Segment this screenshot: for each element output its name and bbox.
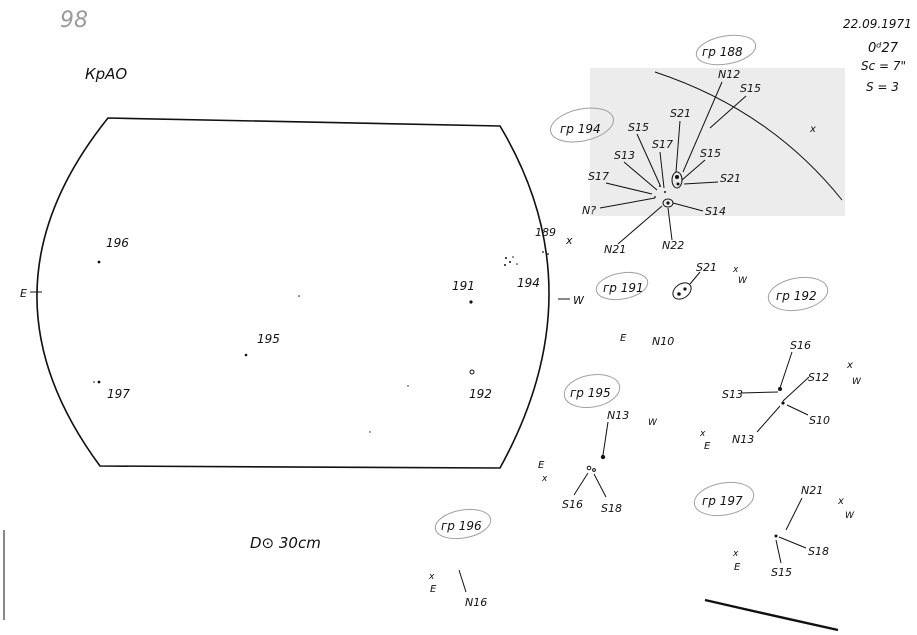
- detail-196-east: E: [430, 584, 437, 595]
- detail-194-label-s15b: S15: [700, 147, 721, 160]
- detail-197-label-n21: N21: [801, 484, 823, 497]
- detail-192-label-s13: S13: [722, 388, 743, 401]
- detail-192-title: гр 192: [776, 289, 817, 303]
- disk-group-197: 197: [93, 380, 130, 401]
- disk-speck: [298, 295, 300, 297]
- solar-diameter-note: D⊙ 30cm: [250, 534, 321, 552]
- disk-group-195-label: 195: [257, 332, 280, 346]
- detail-194-label-s17b: S17: [588, 170, 609, 183]
- detail-188-label-n12: N12: [718, 68, 740, 81]
- detail-191-label-n10: N10: [652, 335, 674, 348]
- detail-194-label-s15a: S15: [628, 121, 649, 134]
- solar-disk-outline: [36, 117, 550, 469]
- detail-188-label-s15: S15: [740, 82, 761, 95]
- leader-line: [709, 95, 747, 129]
- detail-194-label-n21: N21: [604, 243, 626, 256]
- detail-195-west: W: [648, 418, 658, 428]
- detail-195-label-n13: N13: [607, 409, 629, 422]
- disk-group-194-label: 194: [517, 276, 540, 290]
- seeing-sc: Sc = 7": [861, 59, 906, 73]
- disk-west-label: W: [573, 294, 585, 307]
- disk-east-label: E: [20, 287, 27, 300]
- disk-group-189: 189: [535, 226, 556, 255]
- detail-197-west: W: [845, 511, 855, 521]
- detail-191-oval: [595, 271, 649, 301]
- detail-192-north: x: [846, 360, 853, 371]
- detail-194-oval: [550, 107, 614, 143]
- detail-197-north: x: [837, 496, 844, 507]
- detail-197-east: E: [734, 562, 741, 573]
- disk-group-197-label: 197: [107, 387, 130, 401]
- detail-191-label-s21: S21: [696, 261, 717, 274]
- detail-191-east: E: [620, 333, 627, 344]
- detail-194-label-s14: S14: [705, 205, 726, 218]
- detail-197-oval: [693, 481, 755, 517]
- detail-195-label-s18: S18: [601, 502, 622, 515]
- disk-group-196: 196: [97, 236, 129, 264]
- detail-197-title: гр 197: [702, 494, 743, 508]
- detail-192-west: W: [852, 377, 862, 387]
- detail-191-title: гр 191: [603, 281, 644, 295]
- detail-192-spots: [740, 351, 810, 433]
- observation-time: 0ᵈ27: [868, 41, 899, 56]
- detail-196-marker-x: x: [428, 572, 435, 582]
- detail-194-cluster: [654, 171, 683, 208]
- detail-195-east: E: [538, 460, 545, 471]
- detail-192-label-n13: N13: [732, 433, 754, 446]
- detail-192-label-s12: S12: [808, 371, 829, 384]
- detail-191-north: x: [732, 265, 739, 275]
- detail-192-east: E: [704, 441, 711, 452]
- detail-195-label-s16: S16: [562, 498, 583, 511]
- detail-194-label-n22: N22: [662, 239, 684, 252]
- detail-195-spots: [573, 421, 609, 498]
- disk-group-191: 191: [452, 279, 475, 304]
- detail-191-spot: [672, 271, 701, 300]
- detail-191-west: W: [738, 276, 748, 286]
- disk-north-marker: x: [565, 234, 573, 247]
- detail-196-label-n16: N16: [465, 596, 487, 609]
- disk-speck: [407, 385, 409, 387]
- detail-196-oval: [434, 508, 492, 540]
- limb-arc: [654, 71, 843, 201]
- detail-195-marker-x: x: [541, 474, 548, 484]
- page-number: 98: [60, 8, 88, 33]
- detail-196-title: гр 196: [441, 519, 482, 533]
- disk-group-189-label: 189: [535, 226, 556, 239]
- seeing-s: S = 3: [866, 80, 899, 94]
- detail-197-label-s18: S18: [808, 545, 829, 558]
- detail-194-label-nq: N?: [582, 204, 596, 217]
- detail-194-label-s17a: S17: [652, 138, 673, 151]
- detail-194-label-s21b: S21: [720, 172, 741, 185]
- detail-192-oval: [767, 276, 829, 312]
- detail-194-title: гр 194: [560, 122, 601, 136]
- disk-group-194: 194: [504, 256, 540, 290]
- detail-188-oval: [695, 34, 757, 66]
- disk-speck: [369, 431, 371, 433]
- detail-192-label-s10: S10: [809, 414, 830, 427]
- disk-group-192-label: 192: [469, 387, 492, 401]
- leader-line: [682, 81, 723, 173]
- detail-196-spot: [458, 569, 467, 593]
- bottom-stroke: [704, 598, 839, 632]
- detail-194-label-s13: S13: [614, 149, 635, 162]
- detail-194-leaders: [599, 120, 719, 245]
- detail-195-title: гр 195: [570, 386, 611, 400]
- detail-194-label-s21a: S21: [670, 107, 691, 120]
- disk-group-191-label: 191: [452, 279, 475, 293]
- detail-195-oval: [563, 374, 621, 408]
- detail-197-marker-x: x: [732, 549, 739, 559]
- observatory-label: КрАО: [85, 65, 127, 83]
- disk-group-192: 192: [469, 369, 492, 401]
- detail-188-title: гр 188: [702, 45, 743, 59]
- detail-inset-background: [590, 68, 845, 216]
- detail-192-marker-x: x: [699, 429, 706, 439]
- detail-188-marker: x: [809, 124, 816, 135]
- disk-group-196-label: 196: [106, 236, 129, 250]
- detail-197-spots: [774, 497, 807, 564]
- observation-date: 22.09.1971: [843, 17, 912, 31]
- detail-192-label-s16: S16: [790, 339, 811, 352]
- disk-group-195: 195: [244, 332, 280, 357]
- detail-197-label-s15: S15: [771, 566, 792, 579]
